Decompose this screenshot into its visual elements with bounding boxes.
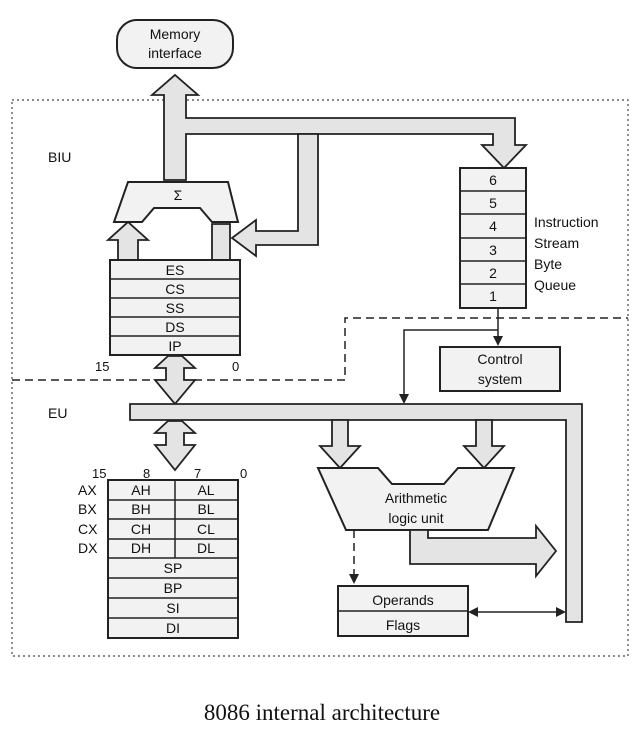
segment-register-ip: IP <box>168 338 181 354</box>
register-name-bx: BX <box>78 501 97 517</box>
register-bh: BH <box>131 501 150 517</box>
alu-result-arrow <box>409 523 558 579</box>
register-ch: CH <box>131 521 151 537</box>
queue-slot-4: 4 <box>489 218 497 234</box>
segment-register-cs: CS <box>165 281 184 297</box>
control-system-box <box>439 346 561 392</box>
operands-flags-block <box>337 585 469 637</box>
general-bit-0: 0 <box>240 466 247 481</box>
bus-to-alu-arrow-right <box>461 419 507 470</box>
queue-label-byte: Byte <box>534 256 562 272</box>
eu-label: EU <box>48 405 67 421</box>
figure-caption: 8086 internal architecture <box>203 700 441 725</box>
adder-feedback-bus <box>230 133 319 258</box>
segment-register-ds: DS <box>165 319 184 335</box>
queue-slot-6: 6 <box>489 172 497 188</box>
queue-label-stream: Stream <box>534 235 579 251</box>
register-dh: DH <box>131 540 151 556</box>
eu-internal-bus <box>129 403 583 623</box>
control-system-line2: system <box>478 371 522 387</box>
queue-label-queue: Queue <box>534 277 576 293</box>
memory-bus <box>149 73 529 181</box>
register-al: AL <box>197 482 214 498</box>
segment-register-ss: SS <box>166 300 185 316</box>
queue-label-instruction: Instruction <box>534 214 599 230</box>
register-to-adder-arrow-right <box>211 223 231 261</box>
address-adder <box>112 181 240 223</box>
general-register-block <box>107 479 239 639</box>
operands-label: Operands <box>372 592 433 608</box>
alu-line2: logic unit <box>388 510 443 526</box>
register-si: SI <box>166 600 179 616</box>
alu-line1: Arithmetic <box>385 490 447 506</box>
register-to-adder-arrow-left <box>105 220 151 261</box>
memory-interface-box <box>116 19 234 69</box>
instruction-queue <box>459 167 527 309</box>
segment-register-block <box>109 259 241 356</box>
alu-to-flags-arrowhead <box>349 574 359 584</box>
flags-label: Flags <box>386 617 420 633</box>
general-bit-8: 8 <box>143 466 150 481</box>
queue-to-control-arrowhead <box>493 336 503 346</box>
register-name-dx: DX <box>78 540 98 556</box>
alu-body <box>316 467 516 531</box>
bus-to-alu-arrow-left <box>317 419 363 470</box>
general-bit-15: 15 <box>92 466 106 481</box>
biu-eu-double-arrow <box>152 355 198 406</box>
memory-interface-line2: interface <box>148 45 202 61</box>
register-sp: SP <box>164 560 183 576</box>
biu-label: BIU <box>48 149 71 165</box>
adder-symbol: Σ <box>174 187 183 203</box>
register-cl: CL <box>197 521 215 537</box>
register-dl: DL <box>197 540 215 556</box>
segment-bit-low: 0 <box>232 359 239 374</box>
biu-eu-divider <box>12 317 628 381</box>
register-name-ax: AX <box>78 482 97 498</box>
queue-slot-5: 5 <box>489 195 497 211</box>
bus-to-registers-double-arrow <box>152 420 198 472</box>
register-di: DI <box>166 620 180 636</box>
queue-slot-2: 2 <box>489 265 497 281</box>
biu-eu-frame <box>11 99 629 657</box>
flags-bus-arrowhead-left <box>468 607 478 617</box>
register-bp: BP <box>164 580 183 596</box>
control-system-line1: Control <box>477 351 522 367</box>
segment-register-es: ES <box>166 262 185 278</box>
register-ah: AH <box>131 482 150 498</box>
queue-to-bus-arrowhead <box>399 394 409 404</box>
queue-slot-3: 3 <box>489 242 497 258</box>
segment-bit-high: 15 <box>95 359 109 374</box>
queue-to-bus-line <box>403 329 498 400</box>
queue-slot-1: 1 <box>489 288 497 304</box>
general-bit-7: 7 <box>194 466 201 481</box>
memory-interface-line1: Memory <box>150 26 201 42</box>
flags-bus-arrowhead-right <box>556 607 566 617</box>
register-bl: BL <box>197 501 214 517</box>
register-name-cx: CX <box>78 521 98 537</box>
